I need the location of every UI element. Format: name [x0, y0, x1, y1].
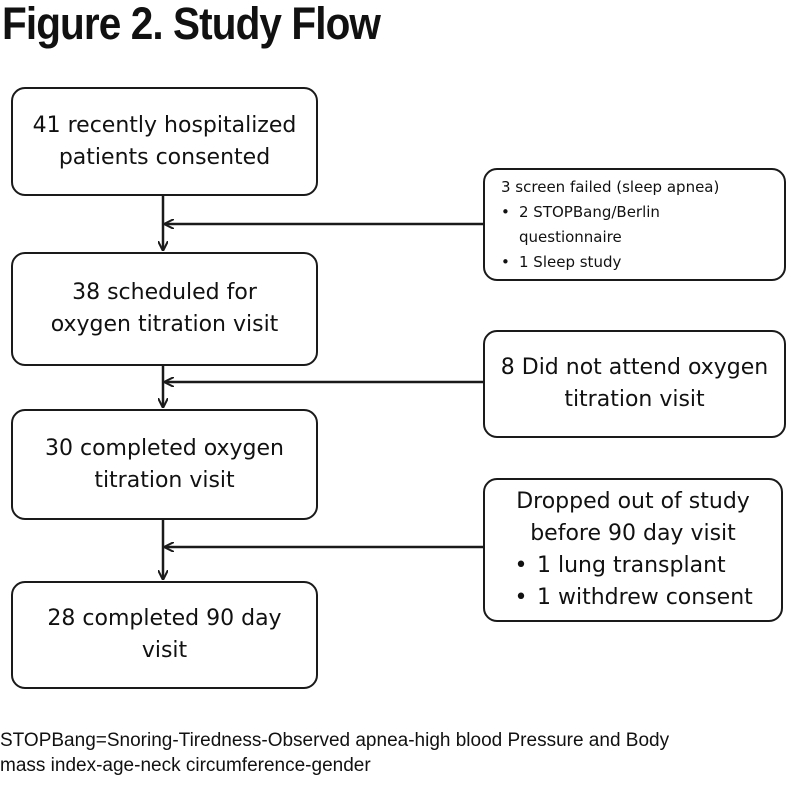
exclusion-item: • 1 Sleep study — [501, 250, 621, 275]
bullet-icon: • — [501, 252, 510, 271]
exclusion-item-text: 2 STOPBang/Berlin — [519, 202, 660, 221]
exclusion-item: • 1 withdrew consent — [485, 582, 753, 614]
figure-title: Figure 2. Study Flow — [2, 0, 381, 49]
step-text: 30 completed oxygen — [45, 435, 284, 461]
exclusion-item-text: questionnaire — [519, 227, 622, 246]
exclusion-box-screen-failed: 3 screen failed (sleep apnea) • 2 STOPBan… — [483, 168, 786, 281]
step-text: titration visit — [94, 467, 235, 493]
step-text: patients consented — [58, 144, 271, 170]
exclusion-text: 8 Did not attend oxygen — [500, 355, 769, 380]
footnote-line: STOPBang=Snoring-Tiredness-Observed apne… — [0, 730, 670, 751]
exclusion-heading: before 90 day visit — [530, 521, 736, 546]
step-text: 28 completed 90 day — [47, 606, 282, 631]
exclusion-box-dropped-out: Dropped out of study before 90 day visit… — [483, 478, 783, 622]
exclusion-item-text: 1 lung transplant — [537, 553, 726, 578]
exclusion-item-text: 1 withdrew consent — [537, 585, 753, 610]
exclusion-text: titration visit — [564, 387, 705, 412]
exclusion-box-did-not-attend: 8 Did not attend oxygen titration visit — [483, 330, 786, 438]
exclusion-item-continued: questionnaire — [501, 225, 622, 250]
step-box-90-day-completed: 28 completed 90 day visit — [11, 581, 318, 689]
bullet-icon: • — [514, 585, 528, 610]
exclusion-item-text: 1 Sleep study — [519, 252, 622, 271]
step-text: 41 recently hospitalized — [32, 112, 297, 138]
exclusion-item: • 1 lung transplant — [485, 550, 726, 582]
step-text: oxygen titration visit — [50, 312, 279, 337]
bullet-icon: • — [501, 202, 510, 221]
footnote-line: mass index-age-neck circumference-gender — [0, 755, 371, 776]
exclusion-item: • 2 STOPBang/Berlin — [501, 200, 660, 225]
step-box-scheduled: 38 scheduled for oxygen titration visit — [11, 252, 318, 366]
bullet-icon: • — [514, 553, 528, 578]
step-text: 38 scheduled for — [72, 280, 257, 305]
step-box-titration-completed: 30 completed oxygen titration visit — [11, 409, 318, 520]
step-box-consented: 41 recently hospitalized patients consen… — [11, 87, 318, 196]
footnote: STOPBang=Snoring-Tiredness-Observed apne… — [0, 728, 800, 778]
exclusion-heading: Dropped out of study — [516, 489, 750, 514]
step-text: visit — [141, 638, 188, 663]
exclusion-heading: 3 screen failed (sleep apnea) — [501, 177, 720, 196]
